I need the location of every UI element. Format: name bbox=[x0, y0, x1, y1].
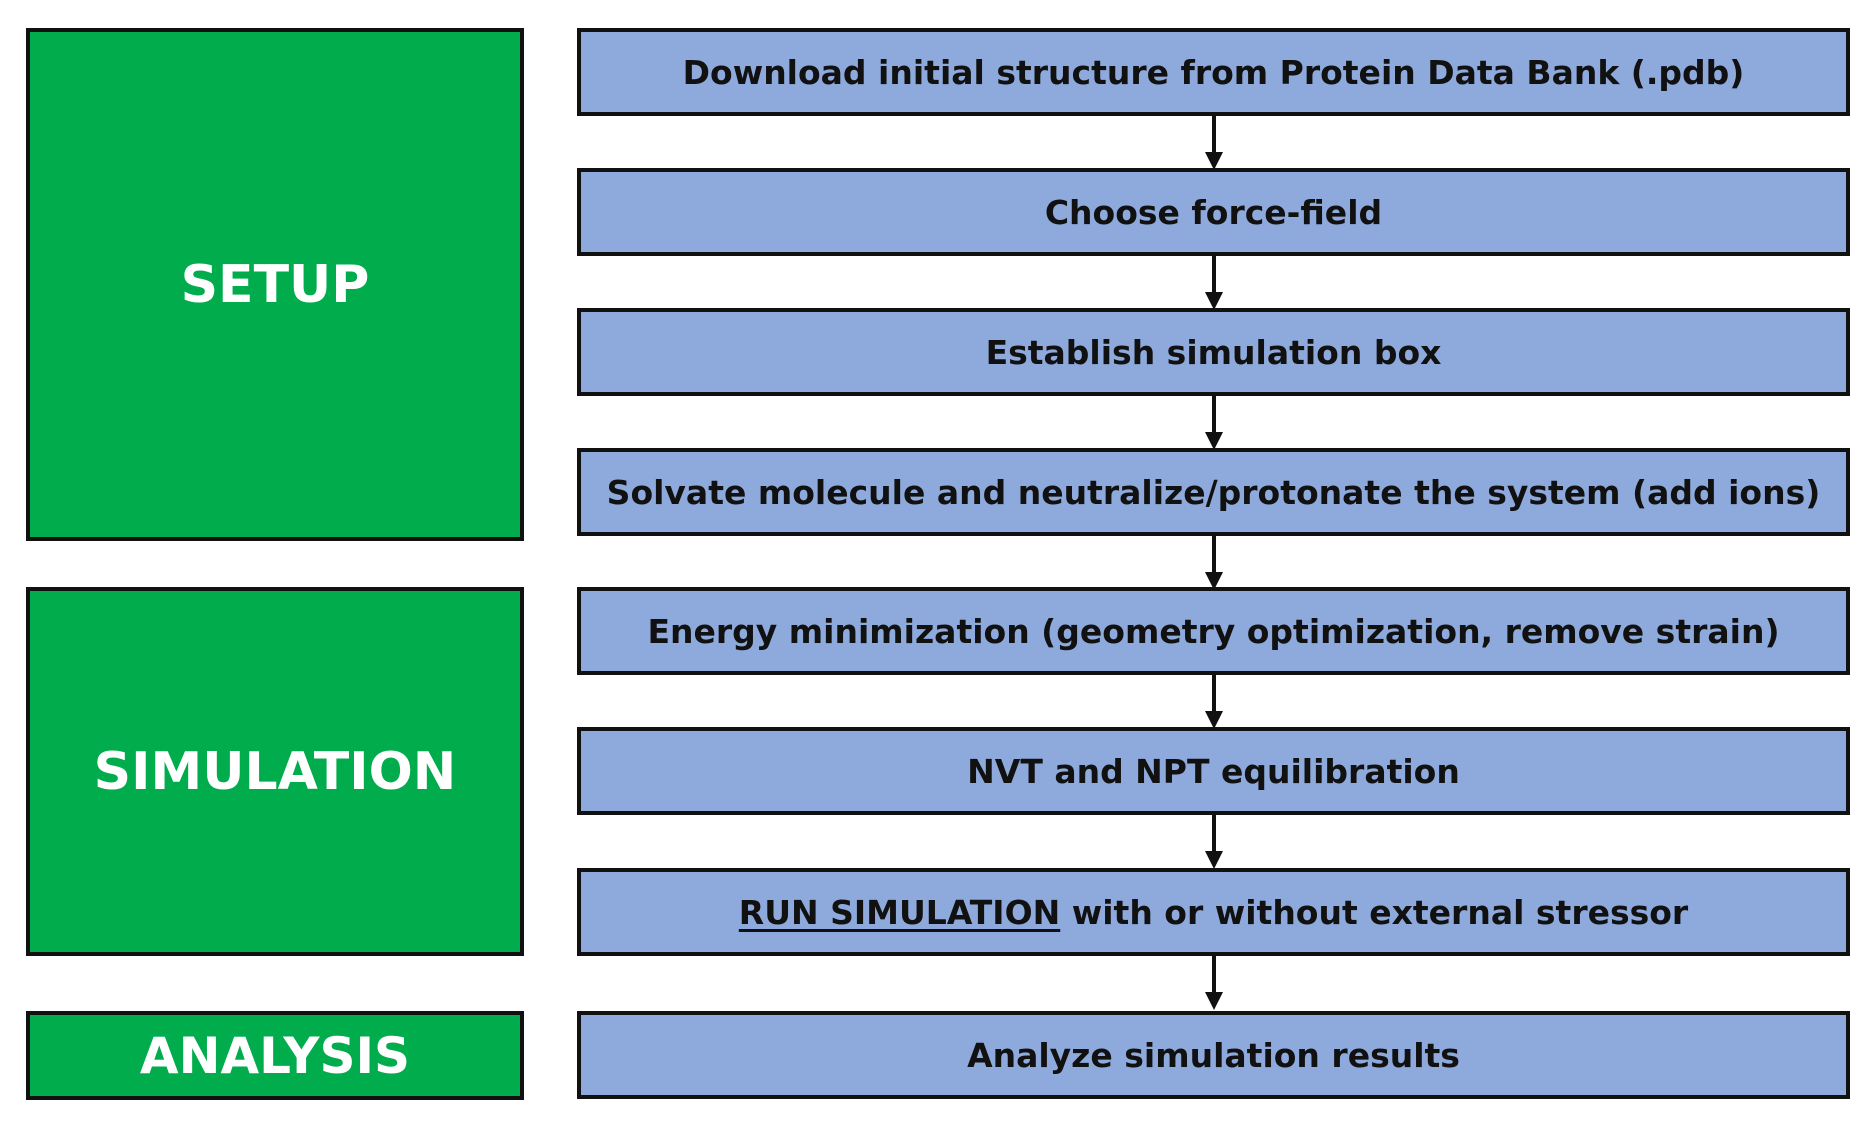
step-label-rest: with or without external stressor bbox=[1060, 892, 1689, 932]
step-box-analyze-results: Analyze simulation results bbox=[577, 1011, 1850, 1099]
step-box-solvate: Solvate molecule and neutralize/protonat… bbox=[577, 448, 1850, 536]
step-box-simulation-box: Establish simulation box bbox=[577, 308, 1850, 396]
down-arrow-icon bbox=[1205, 534, 1223, 590]
step-label-emphasis: RUN SIMULATION bbox=[738, 892, 1061, 932]
down-arrow-icon bbox=[1205, 114, 1223, 170]
down-arrow-icon bbox=[1205, 813, 1223, 869]
step-label: NVT and NPT equilibration bbox=[967, 751, 1460, 791]
down-arrow-icon bbox=[1205, 394, 1223, 450]
phase-label-simulation: SIMULATION bbox=[93, 741, 457, 802]
phase-box-simulation: SIMULATION bbox=[26, 587, 524, 956]
step-label: Energy minimization (geometry optimizati… bbox=[647, 611, 1780, 651]
step-label: Establish simulation box bbox=[985, 332, 1442, 372]
step-label: Solvate molecule and neutralize/protonat… bbox=[606, 472, 1821, 512]
step-label: Analyze simulation results bbox=[967, 1035, 1460, 1075]
phase-box-setup: SETUP bbox=[26, 28, 524, 541]
phase-label-setup: SETUP bbox=[180, 254, 370, 315]
down-arrow-icon bbox=[1205, 673, 1223, 729]
down-arrow-icon bbox=[1205, 254, 1223, 310]
phase-label-analysis: ANALYSIS bbox=[139, 1026, 411, 1085]
phase-box-analysis: ANALYSIS bbox=[26, 1011, 524, 1100]
step-label: Download initial structure from Protein … bbox=[682, 52, 1745, 92]
step-box-energy-minimization: Energy minimization (geometry optimizati… bbox=[577, 587, 1850, 675]
step-box-choose-force-field: Choose force-field bbox=[577, 168, 1850, 256]
step-box-download-structure: Download initial structure from Protein … bbox=[577, 28, 1850, 116]
step-box-equilibration: NVT and NPT equilibration bbox=[577, 727, 1850, 815]
step-label: Choose force-field bbox=[1044, 192, 1383, 232]
step-box-run-simulation: RUN SIMULATION with or without external … bbox=[577, 868, 1850, 956]
down-arrow-icon bbox=[1205, 954, 1223, 1010]
